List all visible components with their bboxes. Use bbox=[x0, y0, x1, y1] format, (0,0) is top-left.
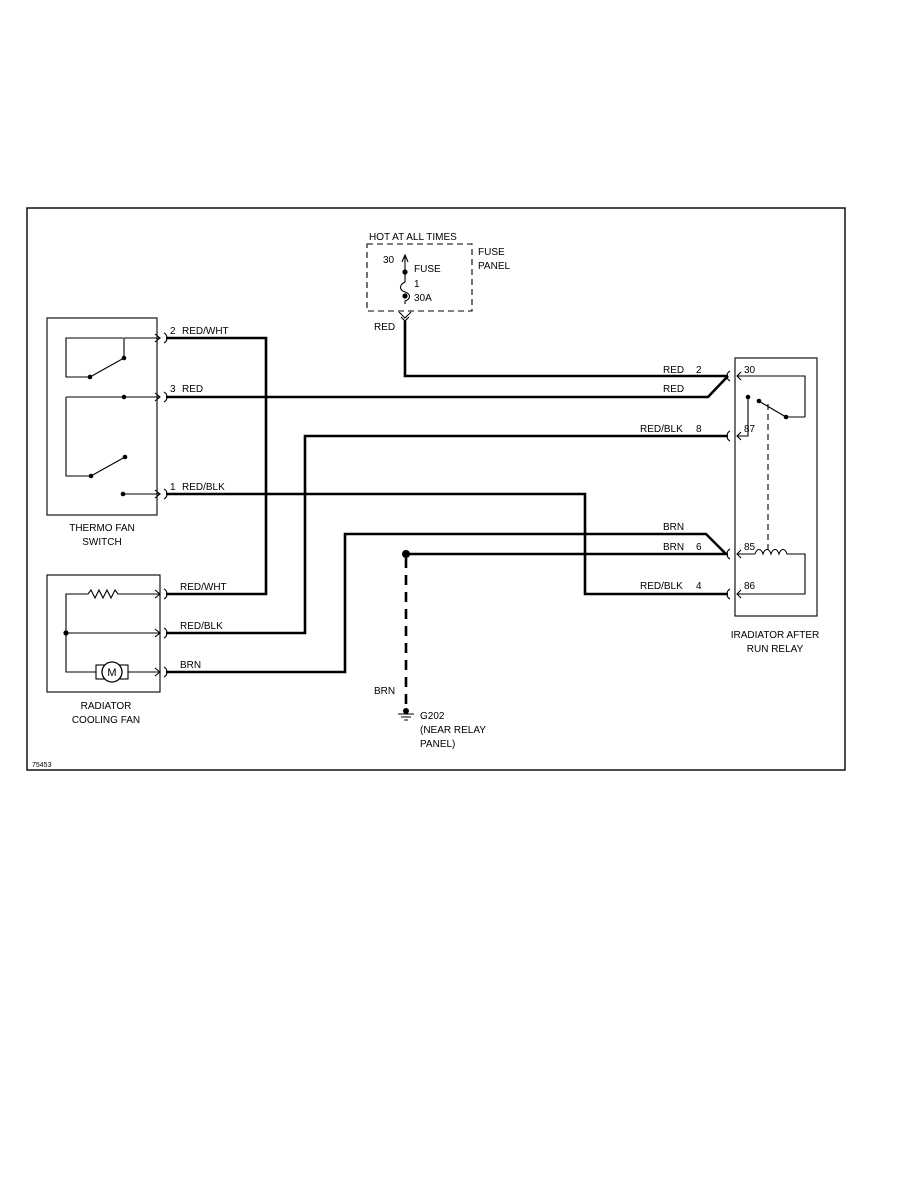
relay-name-2: RUN RELAY bbox=[747, 644, 804, 655]
after-run-relay: 30 87 85 86 IRADIATOR AFTER RUN RELAY bbox=[726, 357, 820, 655]
ground-id: G202 bbox=[420, 711, 445, 722]
diagram-frame bbox=[26, 207, 846, 771]
relay-86-arrow-icon bbox=[736, 553, 806, 599]
ground-note-2: PANEL) bbox=[420, 739, 455, 750]
fuse-rating: 30A bbox=[414, 293, 432, 304]
fuse-terminal-30: 30 bbox=[383, 255, 395, 266]
ground-note-1: (NEAR RELAY bbox=[420, 725, 486, 736]
thermo-fan-switch: 2 RED/WHT 3 RED 1 RED/BLK THERMO FAN SWI… bbox=[46, 317, 229, 548]
radiator-cooling-fan: M RED/WHT RED/BLK BRN RADIATOR COOLING F… bbox=[46, 574, 227, 726]
wire-red-fuse bbox=[403, 321, 728, 378]
fan-wire1-label: RED/WHT bbox=[180, 582, 227, 593]
wire-red-switch bbox=[166, 375, 729, 399]
ground-node-icon bbox=[403, 708, 409, 714]
relay-brn-85-label: BRN bbox=[663, 542, 684, 553]
relay-terminal-87: 87 bbox=[744, 424, 756, 435]
relay-redblk-87-pin: 8 bbox=[696, 424, 702, 435]
figure-id: 75453 bbox=[32, 762, 52, 769]
motor-symbol: M bbox=[107, 667, 116, 679]
ground-symbol-icon bbox=[398, 713, 414, 721]
thermo-pin3-number: 3 bbox=[170, 384, 176, 395]
lower-switch-blade-icon bbox=[90, 456, 126, 477]
hot-at-all-times-label: HOT AT ALL TIMES bbox=[369, 232, 457, 243]
wire-red-blk-86 bbox=[166, 492, 728, 596]
fuse-element-icon bbox=[399, 272, 411, 304]
wires bbox=[166, 321, 729, 708]
thermo-pin1-wire: RED/BLK bbox=[182, 482, 225, 493]
thermo-switch-name-1: THERMO FAN bbox=[69, 523, 135, 534]
cooling-fan-name-2: COOLING FAN bbox=[72, 715, 140, 726]
relay-85-arrow-icon bbox=[736, 549, 755, 559]
ground-wire-label: BRN bbox=[374, 686, 395, 697]
upper-switch-lead bbox=[123, 337, 160, 358]
cooling-fan-name-1: RADIATOR bbox=[81, 701, 132, 712]
relay-redblk-86-label: RED/BLK bbox=[640, 581, 683, 592]
relay-red-lower-label: RED bbox=[663, 384, 684, 395]
pin1-connector-icon bbox=[154, 489, 161, 499]
upper-switch-frame bbox=[65, 337, 123, 378]
fuse-output-connector-icon bbox=[398, 311, 412, 322]
relay-switch-blade-icon bbox=[756, 399, 805, 418]
relay-brn-85-pin: 6 bbox=[696, 542, 702, 553]
relay-red-upper-label: RED bbox=[663, 365, 684, 376]
relay-name-1: IRADIATOR AFTER bbox=[731, 630, 820, 641]
fan-connector3-icon bbox=[154, 667, 161, 677]
relay-87-arrow-icon bbox=[736, 397, 749, 441]
fuse-output-wire-label: RED bbox=[374, 322, 395, 333]
thermo-pin2-wire: RED/WHT bbox=[182, 326, 229, 337]
fuse-panel-label-2: PANEL bbox=[478, 261, 510, 272]
lower-switch-frame bbox=[65, 397, 91, 477]
lower-switch-contact-icon-2 bbox=[122, 454, 128, 460]
ground-g202: BRN G202 (NEAR RELAY PANEL) bbox=[374, 686, 486, 750]
relay-red-upper-pin: 2 bbox=[696, 365, 702, 376]
pin2-connector-icon bbox=[154, 333, 161, 343]
fan-connector1-icon bbox=[154, 589, 161, 599]
fan-wire3-label: BRN bbox=[180, 660, 201, 671]
relay-terminal-85: 85 bbox=[744, 542, 756, 553]
fuse-input-arrow-icon bbox=[401, 253, 409, 272]
motor-icon bbox=[101, 661, 123, 683]
fuse-label: FUSE bbox=[414, 264, 441, 275]
fan-wire2-label: RED/BLK bbox=[180, 621, 223, 632]
fuse-number: 1 bbox=[414, 279, 420, 290]
thermo-switch-name-2: SWITCH bbox=[82, 537, 121, 548]
fan-motor-lead bbox=[65, 633, 160, 673]
upper-switch-blade-icon bbox=[89, 357, 125, 378]
wire-red-blk-87 bbox=[166, 434, 728, 635]
wire-red-wht bbox=[166, 336, 268, 596]
ground-splice-icon bbox=[402, 550, 410, 558]
relay-terminal-30: 30 bbox=[744, 365, 756, 376]
middle-node-icon bbox=[121, 394, 127, 400]
thermo-pin3-wire: RED bbox=[182, 384, 203, 395]
relay-redblk-87-label: RED/BLK bbox=[640, 424, 683, 435]
relay-redblk-86-pin: 4 bbox=[696, 581, 702, 592]
thermo-pin2-number: 2 bbox=[170, 326, 176, 337]
fuse-panel: HOT AT ALL TIMES 30 FUSE 1 30A FUSE PANE… bbox=[366, 232, 510, 333]
thermo-switch-box bbox=[46, 317, 158, 516]
relay-contact-icon bbox=[745, 394, 751, 400]
fan-resistor-icon bbox=[65, 588, 160, 633]
relay-coil-icon bbox=[754, 548, 790, 556]
thermo-pin1-number: 1 bbox=[170, 482, 176, 493]
fuse-panel-dashed-box bbox=[366, 243, 473, 312]
wire-brn-fan bbox=[166, 532, 727, 674]
relay-30-arrow-icon bbox=[736, 371, 806, 417]
fuse-node-icon-2 bbox=[402, 293, 408, 299]
relay-terminal-86: 86 bbox=[744, 581, 756, 592]
relay-pivot-icon bbox=[756, 398, 762, 404]
relay-box bbox=[734, 357, 818, 617]
fan-connector2-icon bbox=[154, 628, 161, 638]
fuse-panel-label-1: FUSE bbox=[478, 247, 505, 258]
pin3-connector-icon bbox=[154, 392, 161, 402]
relay-brn-upper-label: BRN bbox=[663, 522, 684, 533]
